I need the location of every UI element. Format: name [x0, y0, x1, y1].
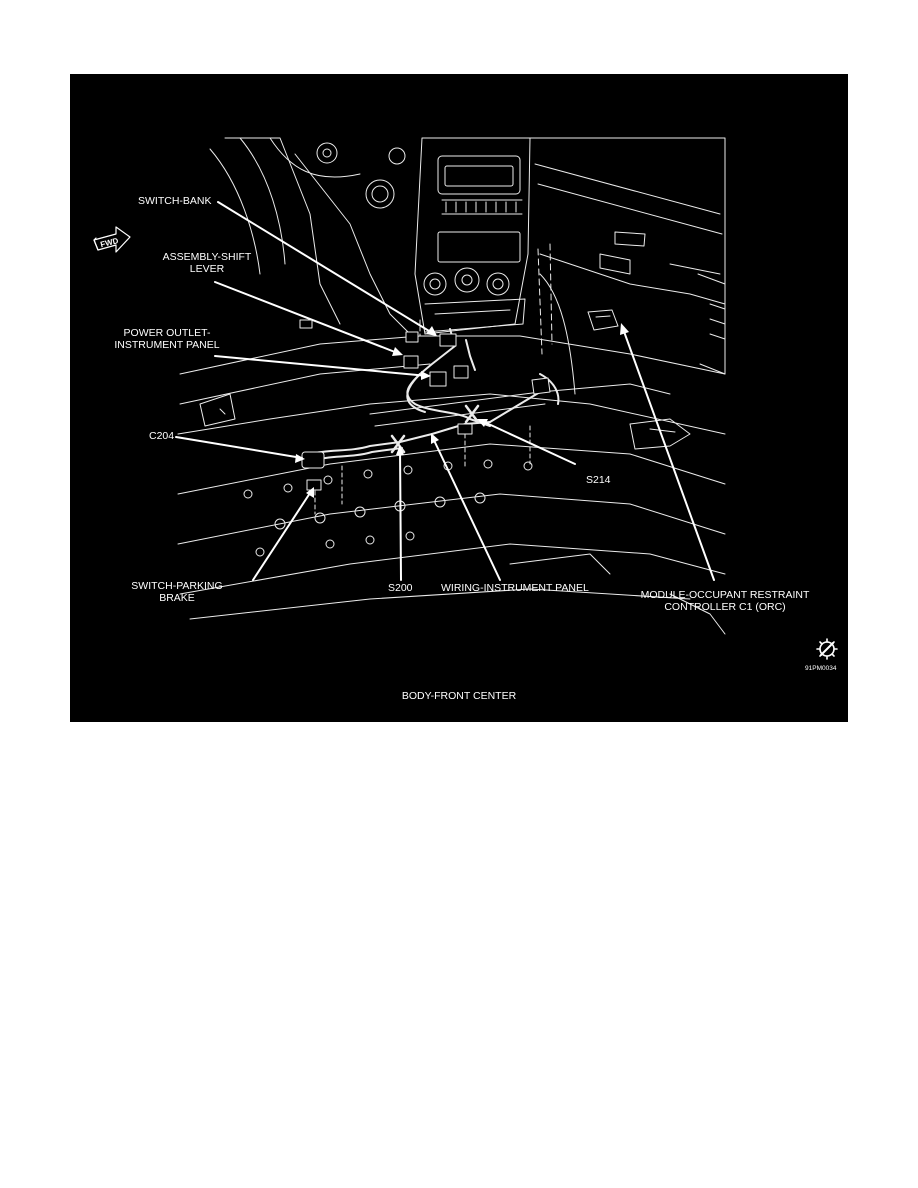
label-switch-bank: SWITCH-BANK [138, 195, 212, 207]
leader-lines [175, 201, 715, 581]
label-module-orc: MODULE-OCCUPANT RESTRAINT CONTROLLER C1 … [640, 589, 810, 613]
label-wiring-instrument-panel: WIRING-INSTRUMENT PANEL [441, 582, 589, 594]
illustration-linework [177, 137, 726, 635]
label-s214: S214 [586, 474, 611, 486]
figure-id: 91PM0034 [805, 665, 837, 672]
svg-text:FWD: FWD [99, 236, 119, 249]
label-power-outlet: POWER OUTLET- INSTRUMENT PANEL [114, 327, 220, 351]
gear-icon [816, 638, 838, 660]
diagram-figure: FWD [70, 74, 848, 722]
line-art: FWD [93, 137, 838, 660]
arrowheads [295, 323, 629, 498]
figure-caption: BODY-FRONT CENTER [401, 690, 517, 702]
label-switch-parking-brake: SWITCH-PARKING BRAKE [131, 580, 223, 604]
label-s200: S200 [388, 582, 413, 594]
label-c204: C204 [149, 430, 175, 442]
label-assembly-shift-lever: ASSEMBLY-SHIFT LEVER [162, 251, 252, 275]
fwd-arrow-icon: FWD [93, 226, 131, 253]
